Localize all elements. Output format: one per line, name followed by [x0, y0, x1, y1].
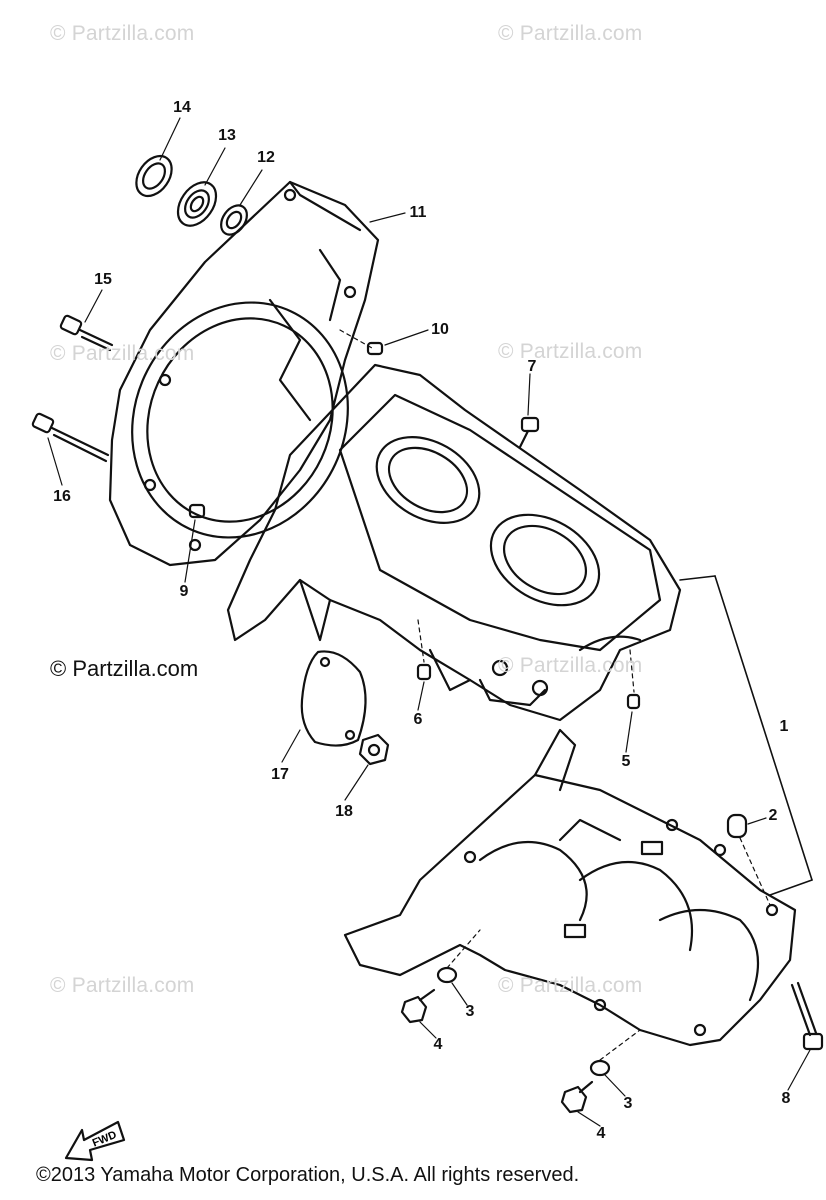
callout-4-lower: 4 — [596, 1125, 606, 1142]
callout-11: 11 — [409, 204, 427, 221]
dowel-6-part — [416, 663, 432, 681]
assembly-bracket — [679, 575, 813, 896]
callout-8: 8 — [781, 1090, 791, 1107]
callout-3: 3 — [465, 1003, 475, 1020]
watermark: © Partzilla.com — [498, 22, 643, 45]
copyright-notice: ©2013 Yamaha Motor Corporation, U.S.A. A… — [36, 1164, 580, 1186]
watermark: © Partzilla.com — [498, 654, 643, 677]
callout-15: 15 — [94, 271, 112, 288]
nut-part — [358, 733, 390, 766]
watermark: © Partzilla.com — [50, 974, 195, 997]
callout-5: 5 — [621, 753, 631, 770]
callout-18: 18 — [335, 803, 353, 820]
callout-4: 4 — [433, 1036, 443, 1053]
crankcase-cover-part — [108, 180, 380, 567]
plug-part — [726, 813, 748, 839]
watermark: © Partzilla.com — [50, 22, 195, 45]
callout-16: 16 — [53, 488, 71, 505]
dowel-pin-9-part — [188, 503, 206, 519]
bearing-part — [176, 181, 218, 227]
callout-1: 1 — [779, 718, 789, 735]
callout-13: 13 — [218, 127, 236, 144]
callout-7: 7 — [527, 358, 537, 375]
long-bolt-part — [31, 412, 110, 463]
cover-plate-part — [300, 650, 367, 747]
callout-10: 10 — [431, 321, 449, 338]
forward-arrow-icon — [64, 1120, 126, 1162]
callout-12: 12 — [257, 149, 275, 166]
callout-14: 14 — [173, 99, 191, 116]
callout-2: 2 — [768, 807, 778, 824]
callout-17: 17 — [271, 766, 289, 783]
watermark: © Partzilla.com — [50, 342, 195, 365]
oil-seal-part — [135, 154, 173, 198]
bolt-4-part — [400, 988, 436, 1024]
watermark: © Partzilla.com — [498, 974, 643, 997]
upper-crankcase-part — [226, 363, 682, 722]
washer-lower-part — [589, 1059, 611, 1077]
dowel-5-part — [626, 693, 641, 710]
bolt-part — [59, 314, 114, 352]
watermark: © Partzilla.com — [498, 340, 643, 363]
watermark-primary: © Partzilla.com — [50, 656, 199, 681]
small-bolt-part — [518, 416, 540, 449]
long-bolt-8-part — [790, 981, 824, 1051]
callout-6: 6 — [413, 711, 423, 728]
callout-3-lower: 3 — [623, 1095, 633, 1112]
bolt-4-lower-part — [560, 1080, 594, 1114]
dowel-pin-part — [366, 341, 384, 356]
callout-9: 9 — [179, 583, 189, 600]
washer-part — [436, 966, 458, 984]
